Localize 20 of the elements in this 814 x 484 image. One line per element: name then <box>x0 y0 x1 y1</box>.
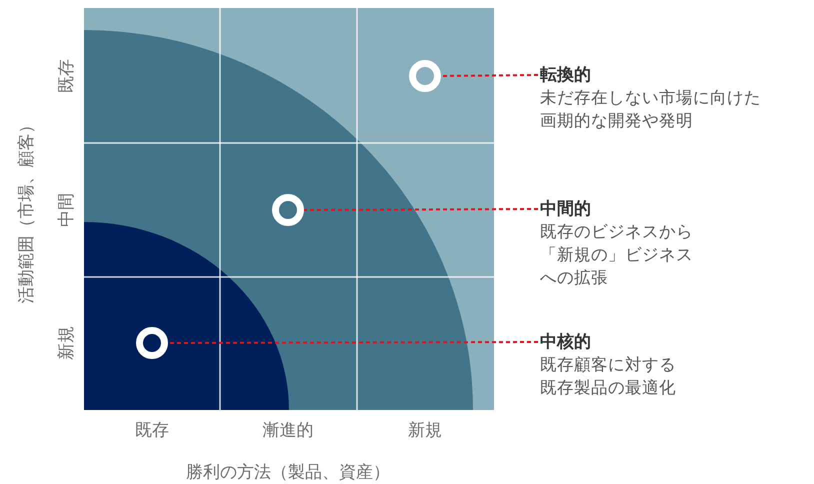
category-heading: 中間的 <box>540 198 592 220</box>
axis-title: 活動範囲（市場、顧客） <box>16 116 38 304</box>
axis-tick-label: 新規 <box>408 420 442 442</box>
axis-tick-label: 既存 <box>56 59 78 93</box>
leader-line <box>304 208 538 211</box>
category-heading: 転換的 <box>540 64 592 86</box>
description-text: 未だ存在しない市場に向けた画期的な開発や発明 <box>540 87 762 132</box>
axis-tick-label: 中間 <box>56 193 78 227</box>
marker-dot <box>272 194 304 226</box>
description-text: 既存のビジネスから「新規の」ビジネスへの拡張 <box>540 221 694 289</box>
marker-dot <box>409 60 441 92</box>
axis-tick-label: 既存 <box>135 420 169 442</box>
axis-tick-label: 漸進的 <box>262 420 314 442</box>
leader-line <box>440 74 538 77</box>
axis-title: 勝利の方法（製品、資産） <box>186 462 390 484</box>
marker-dot <box>136 327 168 359</box>
axis-tick-label: 新規 <box>56 326 78 360</box>
category-heading: 中核的 <box>540 331 592 353</box>
description-text: 既存顧客に対する既存製品の最適化 <box>540 354 677 399</box>
leader-line <box>168 341 538 344</box>
